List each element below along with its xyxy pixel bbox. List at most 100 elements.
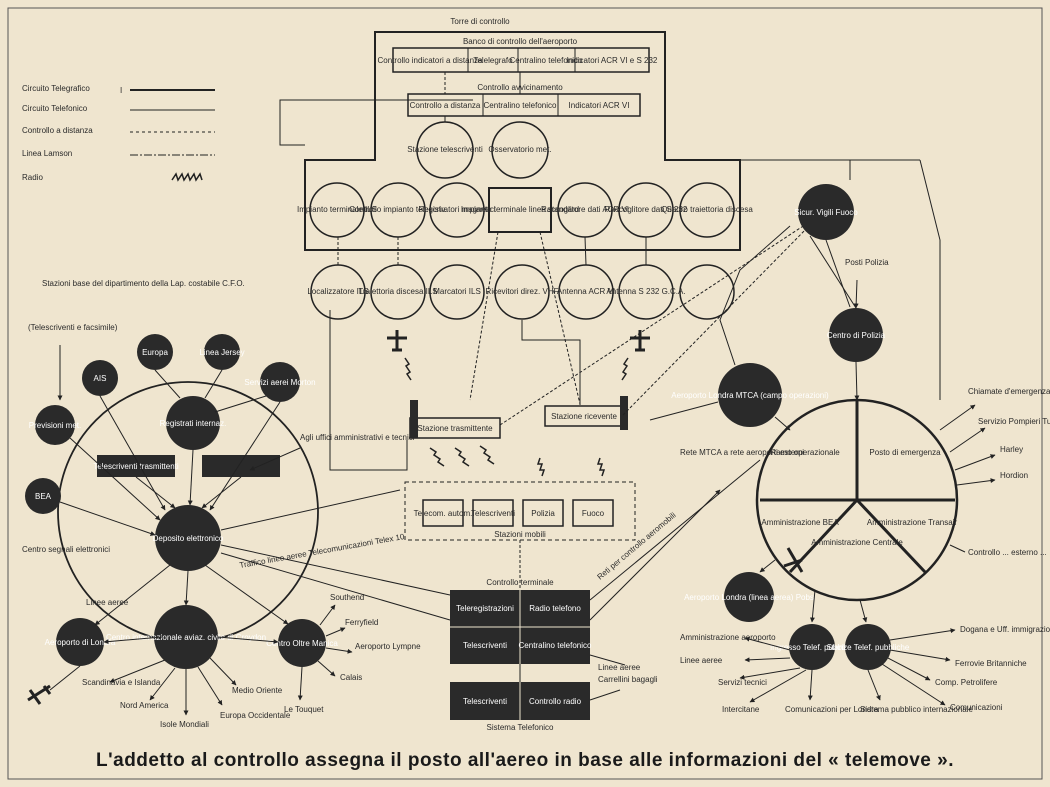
link	[539, 231, 581, 405]
bea-label: BEA	[35, 492, 52, 501]
terminal-bottom-cell: Telescriventi	[463, 697, 507, 706]
legend-telegraph-label: Circuito Telegrafico	[22, 84, 90, 93]
row-label: Quadro traiettoria discesa	[661, 205, 753, 214]
radio-wave-icon	[536, 457, 546, 477]
bottom-label: Linee aeree	[680, 656, 723, 665]
tx-teleprinter-label: Telescriventi trasmittenti	[93, 462, 179, 471]
posti-label: Posti Polizia	[845, 258, 889, 267]
mobile-label: Telescriventi	[471, 509, 515, 518]
sector-label: Amministrazione Transair	[867, 518, 958, 527]
tx-teleprinter-box	[97, 455, 175, 477]
antenna-label: Antenna ACR VI	[557, 287, 615, 296]
row-circle	[679, 182, 735, 238]
bottom-label: Comunicazioni per Londra	[785, 705, 879, 714]
link	[622, 224, 811, 416]
legend-lamson-label: Linea Lamson	[22, 149, 72, 158]
row-box	[488, 187, 552, 233]
osservatorio-circle	[491, 121, 549, 179]
caption: L'addetto al controllo assegna il posto …	[96, 750, 954, 771]
mobile-box	[522, 499, 564, 527]
deposito-node	[155, 505, 221, 571]
mtca-node	[718, 363, 782, 427]
left-links	[49, 369, 451, 716]
oltre-destination: Southend	[330, 593, 364, 602]
antenna-circle	[494, 264, 550, 320]
aeroporto-pobs-node	[724, 572, 774, 622]
mobile-stations-label: Stazioni mobili	[494, 530, 546, 539]
tx-mast	[410, 400, 418, 438]
terminal-bottom-label: Sistema Telefonico	[487, 723, 555, 732]
registrati-label: Registrati internaz.	[160, 419, 227, 428]
oltremanica-label: Centro Oltre Manica	[266, 639, 338, 648]
banco-cell: Indicatori ACR VI e S 232	[567, 56, 658, 65]
radio-wave-icon	[404, 357, 412, 381]
legend-telephone-label: Circuito Telefonico	[22, 104, 88, 113]
right-links	[649, 159, 996, 706]
oltre-destination: Aeroporto Lympne	[355, 642, 421, 651]
rx-mast	[620, 396, 628, 430]
terminal-cell: Centralino telefonico	[519, 641, 592, 650]
aircraft-icon	[783, 547, 804, 573]
radio-wave-icon	[596, 457, 606, 477]
antenna-circle	[429, 264, 485, 320]
row-label: Raccoglitore dati ACR VI	[541, 205, 629, 214]
radio-wave-icon	[621, 357, 629, 381]
antenna-circle	[679, 264, 735, 320]
banco-title: Banco di controllo dell'aeroporto	[463, 37, 578, 46]
polizia-label: Centro di Polizia	[827, 331, 886, 340]
control-tower: Torre di controllo Banco di controllo de…	[279, 17, 851, 320]
mobile-box	[422, 499, 464, 527]
row-label: Controllo impianto telescriv.	[349, 205, 447, 214]
croydon-destination: Medio Oriente	[232, 686, 283, 695]
sub-box	[407, 93, 641, 117]
sector-label: Amministrazione BEA	[761, 518, 839, 527]
croydon-node	[154, 605, 218, 669]
terminal-side-note: Linee aeree	[598, 663, 641, 672]
aircraft-icon	[387, 330, 407, 352]
legend-telegraph-mark: I	[120, 86, 122, 95]
bottom-label: Amministrazione aeroporto	[680, 633, 776, 642]
banco-cell: Controllo indicatori a distanza	[378, 56, 483, 65]
croydon-destination: Le Touquet	[284, 705, 324, 714]
right-label: Servizio Pompieri Turney	[978, 417, 1050, 426]
bottom-label: Comp. Petrolifere	[935, 678, 998, 687]
right-label: Harley	[1000, 445, 1023, 454]
rx-station-label: Stazione ricevente	[551, 412, 617, 421]
sector-label: Ramo operazionale	[770, 448, 840, 457]
radio-wave-icon	[479, 445, 495, 465]
mtca-label: Aeroporto Londra MTCA (campo operazioni)	[671, 391, 829, 400]
morton-node	[260, 362, 300, 402]
link	[329, 310, 408, 471]
tower-outline	[304, 31, 741, 251]
radio-wave-icon	[454, 447, 470, 467]
legend-remote-label: Controllo a distanza	[22, 126, 93, 135]
ais-label: AIS	[94, 374, 107, 383]
oltre-destination: Calais	[340, 673, 362, 682]
ais-node	[82, 360, 118, 396]
right-label: Chiamate d'emergenza	[968, 387, 1050, 396]
linee-note: Linee aeree	[86, 598, 129, 607]
banco-cell: Centralino telefonico	[510, 56, 583, 65]
row-circle	[309, 182, 365, 238]
mobile-label: Telecom. autom.	[414, 509, 473, 518]
terminal-cell: Telescriventi	[463, 641, 507, 650]
page-border	[7, 7, 1043, 780]
antenna-label: Ricevitori direz. VHF	[486, 287, 559, 296]
legend: Circuito Telegrafico I Circuito Telefoni…	[22, 84, 215, 182]
stanze-label: Stanze Telef. pubbliche	[827, 643, 910, 652]
radio-stations: Stazione trasmittente Stazione ricevente	[329, 214, 821, 477]
europa-node	[137, 334, 173, 370]
mobile-label: Polizia	[531, 509, 555, 518]
jersey-node	[204, 334, 240, 370]
terminal-cell: Teleregistrazioni	[456, 604, 514, 613]
bottom-label: Ferrovie Britanniche	[955, 659, 1027, 668]
terminal-side-note: Carrellini bagagli	[598, 675, 658, 684]
legend-radio-label: Radio	[22, 173, 43, 182]
jersey-label: Linea Jersey	[199, 348, 244, 357]
bottom-label: Comunicazioni	[950, 703, 1003, 712]
controllo-note: Controllo ... esterno ...	[968, 548, 1047, 557]
row-label: Impianto terminale linee standard	[461, 205, 579, 214]
oltre-destination: Ferryfield	[345, 618, 378, 627]
croydon-destination: Scandinavia e Islanda	[82, 678, 161, 687]
osservatorio-label: Osservatorio met.	[488, 145, 551, 154]
